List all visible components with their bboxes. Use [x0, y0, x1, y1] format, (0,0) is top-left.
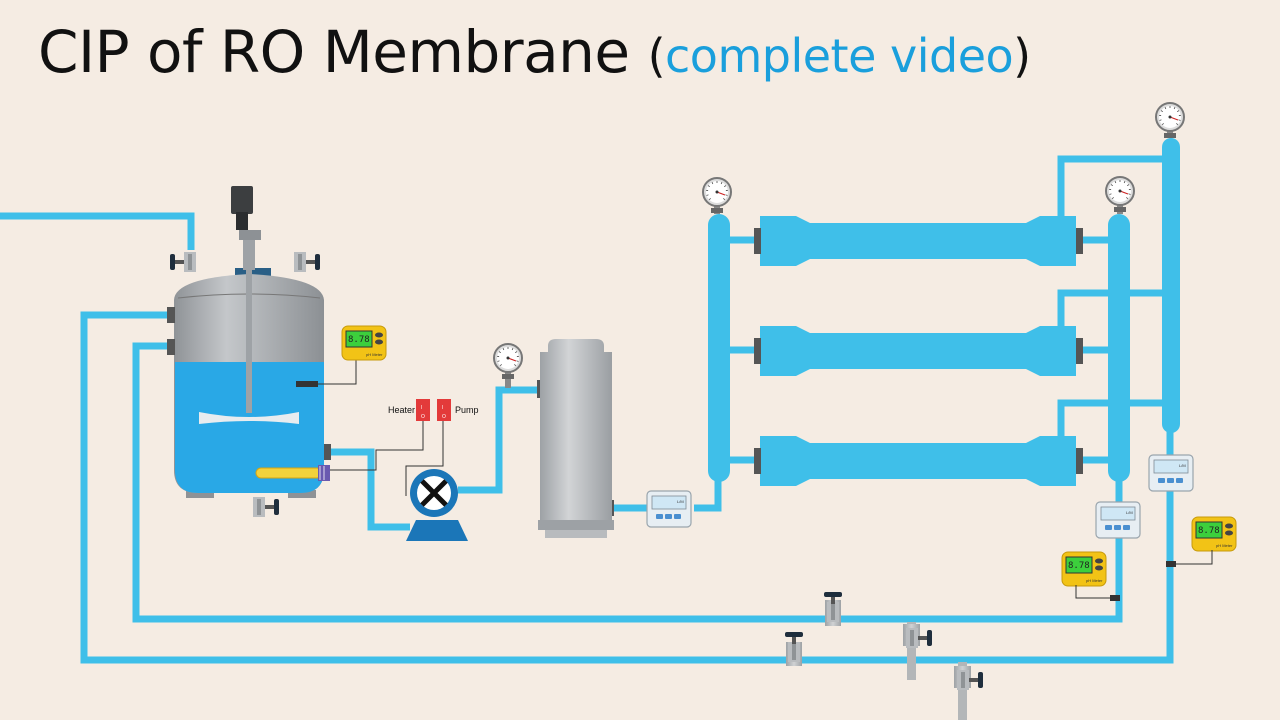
valves-group — [170, 252, 983, 690]
temperature-probe — [296, 381, 318, 387]
valve-icon[interactable] — [253, 497, 279, 517]
ph-meters: 8.78 pH Meter 8.78 pH Meter 8.78 pH Meter — [341, 325, 1237, 587]
pressure-gauge-icon — [702, 177, 732, 214]
pump-suction-pipe — [326, 448, 410, 531]
ph-probe-2 — [1166, 561, 1176, 567]
valve-icon[interactable] — [170, 252, 196, 272]
permeate-header — [1162, 138, 1180, 433]
title-close-paren: ) — [1013, 29, 1031, 83]
inlet-pipe — [0, 212, 195, 250]
flow-meter-unit: L/M — [1126, 510, 1133, 515]
title-main: CIP of RO Membrane — [38, 18, 630, 86]
permeate-line-2 — [1057, 289, 1170, 332]
valve-icon[interactable] — [906, 628, 932, 648]
pressure-gauge-icon — [1155, 102, 1185, 138]
flow-meter-unit: L/M — [677, 499, 684, 504]
ph-sensor-wires — [1075, 550, 1213, 599]
pump-icon[interactable] — [406, 469, 468, 541]
heater-switch-icon[interactable]: I O — [416, 399, 430, 421]
ro-membranes — [754, 216, 1083, 486]
valve-icon[interactable] — [824, 592, 842, 622]
ro-membrane-2 — [754, 326, 1083, 376]
flow-meter-unit: L/M — [1179, 463, 1186, 468]
pump-switch-off-mark: O — [442, 414, 446, 420]
ph-meter-caption: pH Meter — [1086, 578, 1103, 583]
ph-meter-caption: pH Meter — [1216, 543, 1233, 548]
flowmeter-to-header-pipe — [694, 470, 722, 512]
pump-switch-icon[interactable]: I O — [437, 399, 451, 421]
feed-header — [708, 214, 730, 482]
return-pipe-inner — [132, 342, 1123, 623]
pressure-gauges — [493, 102, 1185, 388]
heater-switch-on-mark: I — [421, 405, 422, 411]
ph-reading: 8.78 — [1068, 561, 1090, 571]
page-title: CIP of RO Membrane (complete video) — [38, 18, 1031, 86]
ph-meter-caption: pH Meter — [366, 352, 383, 357]
ph-reading: 8.78 — [348, 335, 370, 345]
mixer-motor-icon — [231, 186, 261, 413]
ph-probe-1 — [1110, 595, 1120, 601]
pump-label: Pump — [455, 405, 479, 415]
flow-meter-icon: L/M — [646, 490, 692, 528]
valve-icon[interactable] — [294, 252, 320, 272]
flow-meter-icon: L/M — [1148, 454, 1194, 492]
ph-meter-icon: 8.78 pH Meter — [341, 325, 387, 361]
heater-switch-off-mark: O — [421, 414, 425, 420]
valve-icon[interactable] — [785, 632, 803, 662]
valve-icon[interactable] — [957, 670, 983, 690]
pressure-gauge-icon — [493, 343, 523, 388]
heater-element-icon — [255, 465, 330, 481]
flow-meters: L/M L/M L/M — [646, 454, 1194, 539]
ph-meter-icon: 8.78 pH Meter — [1191, 516, 1237, 552]
permeate-line-3 — [1057, 399, 1170, 442]
ph-reading: 8.78 — [1198, 526, 1220, 536]
ro-membrane-1 — [754, 216, 1083, 266]
title-open-paren: ( — [647, 29, 666, 83]
pump-discharge-pipe — [458, 386, 542, 494]
pump-switch-on-mark: I — [442, 405, 443, 411]
pressure-gauge-icon — [1105, 176, 1135, 214]
title-subtitle: complete video — [665, 29, 1014, 83]
heater-label: Heater — [388, 405, 415, 415]
permeate-line-1 — [1057, 155, 1170, 222]
control-wires — [318, 358, 444, 496]
concentrate-header — [1108, 214, 1130, 482]
ph-meter-icon: 8.78 pH Meter — [1061, 551, 1107, 587]
cartridge-filter — [537, 339, 614, 538]
cleaning-solution-liquid — [175, 362, 324, 493]
ro-membrane-3 — [754, 436, 1083, 486]
flow-meter-icon: L/M — [1095, 501, 1141, 539]
